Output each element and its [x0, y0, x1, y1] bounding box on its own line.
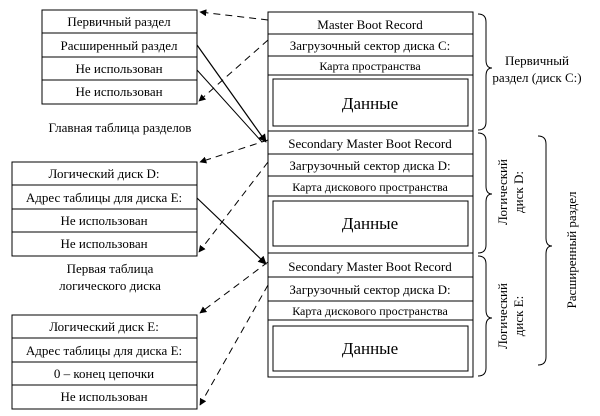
- logical-d-row-unused-1: Не использован: [60, 213, 147, 228]
- logical-d-row-address: Адрес таблицы для диска E:: [26, 190, 182, 205]
- dashed-arrow-to-logical-e-bottom: [199, 284, 269, 406]
- logical-d-label-line1: Логический: [495, 159, 510, 225]
- boot-sector-d-label: Загрузочный сектор диска D:: [289, 158, 450, 173]
- primary-brace: [477, 13, 493, 131]
- main-partition-table: Первичный раздел Расширенный раздел Не и…: [41, 9, 198, 105]
- main-table-row-primary: Первичный раздел: [67, 14, 171, 29]
- dashed-arrow-smbr-d-to-table: [199, 139, 269, 164]
- logical-e-row-unused: Не использован: [60, 389, 147, 404]
- dashed-arrow-smbr-e-to-table: [199, 261, 269, 314]
- main-table-caption: Главная таблица разделов: [49, 120, 192, 135]
- logical-e-row-end-of-chain: 0 – конец цепочки: [54, 366, 154, 381]
- disk-column: Master Boot Record Загрузочный сектор ди…: [267, 11, 474, 378]
- logical-table-d: Логический диск D: Адрес таблицы для дис…: [11, 161, 198, 257]
- main-table-row-unused-2: Не использован: [75, 84, 162, 99]
- logical-d-brace: [477, 132, 493, 254]
- mbr-label: Master Boot Record: [317, 17, 423, 32]
- space-map-c-label: Карта пространства: [319, 59, 421, 73]
- logical-e-brace: [477, 255, 493, 377]
- logical-table-e: Логический диск E: Адрес таблицы для дис…: [11, 314, 198, 410]
- extended-brace: [537, 135, 553, 366]
- logical-d-row-disk: Логический диск D:: [48, 166, 159, 181]
- logical-d-row-unused-2: Не использован: [60, 236, 147, 251]
- logical-e-label-line2: диск E:: [511, 296, 526, 336]
- smbr-e-label: Secondary Master Boot Record: [288, 259, 452, 274]
- extended-partition-label: Расширенный раздел: [564, 191, 579, 308]
- solid-line-extended-secondary: [196, 69, 263, 143]
- smbr-d-label: Secondary Master Boot Record: [288, 136, 452, 151]
- data-e-label: Данные: [342, 339, 398, 358]
- space-map-e-label: Карта дискового пространства: [292, 304, 448, 318]
- logical-e-row-disk: Логический диск E:: [49, 319, 159, 334]
- solid-arrow-extended-to-smbr-d: [196, 44, 267, 143]
- main-table-row-extended: Расширенный раздел: [61, 38, 178, 53]
- dashed-arrow-to-unused: [198, 39, 269, 102]
- primary-partition-label-line1: Первичный: [505, 53, 569, 68]
- boot-sector-c-label: Загрузочный сектор диска C:: [290, 38, 450, 53]
- logical-table-caption-line2: логического диска: [59, 278, 161, 293]
- primary-partition-label-line2: раздел (диск C:): [492, 70, 581, 85]
- boot-sector-e-label: Загрузочный сектор диска D:: [289, 282, 450, 297]
- logical-d-label-line2: диск D:: [511, 171, 526, 213]
- solid-arrow-address-to-smbr-e: [196, 197, 267, 265]
- logical-table-caption-line1: Первая таблица: [67, 261, 154, 276]
- dashed-arrow-to-logical-d-bottom: [198, 161, 269, 253]
- data-c-label: Данные: [342, 94, 398, 113]
- dashed-arrow-mbr-to-primary: [199, 9, 269, 21]
- data-d-label: Данные: [342, 214, 398, 233]
- logical-e-row-address: Адрес таблицы для диска E:: [26, 343, 182, 358]
- logical-e-label-line1: Логический: [495, 283, 510, 349]
- space-map-d-label: Карта дискового пространства: [292, 180, 448, 194]
- main-table-row-unused-1: Не использован: [75, 61, 162, 76]
